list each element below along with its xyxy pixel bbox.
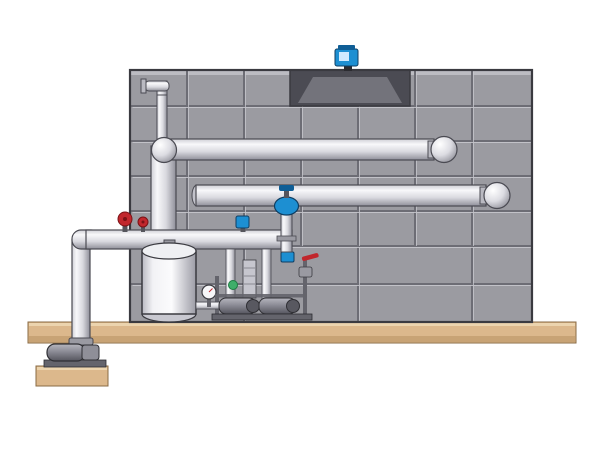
- check-valve-column: [242, 259, 257, 299]
- upper-pipe-elbow-joint: [150, 136, 178, 164]
- skid-mid-rail: [215, 294, 307, 298]
- upper-distribution-pipe: [150, 135, 458, 164]
- handwheel-valve-stem-1: [122, 223, 128, 232]
- sensor-cap: [338, 45, 355, 50]
- middle-pipe: [195, 184, 487, 207]
- sensor-stem: [344, 64, 352, 71]
- skid-post-right: [303, 258, 307, 316]
- check-valve-ribs: [243, 267, 256, 285]
- plinth-slab-highlight: [29, 323, 575, 326]
- riser-pipe: [71, 239, 91, 341]
- prv-flange: [276, 235, 297, 242]
- transfer-pump: [43, 343, 107, 368]
- concrete-plinth: [27, 321, 577, 387]
- roof-access-opening: [289, 69, 411, 107]
- prv-stem: [284, 190, 289, 198]
- pump-motor-cap-1: [246, 299, 260, 313]
- suction-manifold: [68, 229, 293, 346]
- pressure-switch-blue: [280, 251, 295, 263]
- gauge-needle: [208, 288, 213, 293]
- lever-valve-body: [298, 266, 313, 278]
- middle-distribution-pipe: [191, 181, 511, 210]
- tank-outline: [128, 68, 534, 324]
- vent-pipe-flange: [140, 78, 147, 94]
- vessel-top: [141, 242, 197, 260]
- pit-pedestal-highlight: [37, 367, 107, 370]
- vent-pipe-horizontal: [144, 80, 170, 92]
- booster-pump-skid: [195, 248, 319, 321]
- pressure-reducing-valve: [273, 185, 300, 253]
- plinth-slab-shadow: [29, 336, 575, 342]
- manifold-valves: [117, 211, 250, 232]
- roof-level-sensor: [334, 45, 359, 71]
- sensor-screen: [339, 52, 349, 61]
- green-valve-knob: [228, 280, 238, 290]
- pump-motor-cap-2: [286, 299, 300, 313]
- vessel-body: [141, 250, 197, 315]
- transfer-pump-motor: [81, 344, 100, 361]
- middle-pipe-ball-joint: [483, 181, 511, 210]
- lever-valve-red-handle: [301, 253, 319, 261]
- transfer-pump-body: [46, 343, 86, 362]
- handwheel-hub-1: [123, 217, 127, 221]
- skid-base-frame: [211, 313, 313, 321]
- gauge-stem: [207, 297, 211, 307]
- handwheel-valve-stem-2: [141, 225, 145, 232]
- pipe-sensor-blue: [235, 215, 250, 229]
- prv-top-cap: [279, 185, 294, 191]
- handwheel-hub-2: [141, 220, 145, 224]
- prv-blue-bonnet: [273, 196, 300, 216]
- pipe-sensor-stem: [240, 227, 246, 232]
- pressure-vessel: [141, 239, 197, 323]
- upper-pipe: [159, 138, 435, 161]
- opening-interior: [298, 77, 402, 103]
- upper-pipe-ball-joint: [430, 135, 458, 164]
